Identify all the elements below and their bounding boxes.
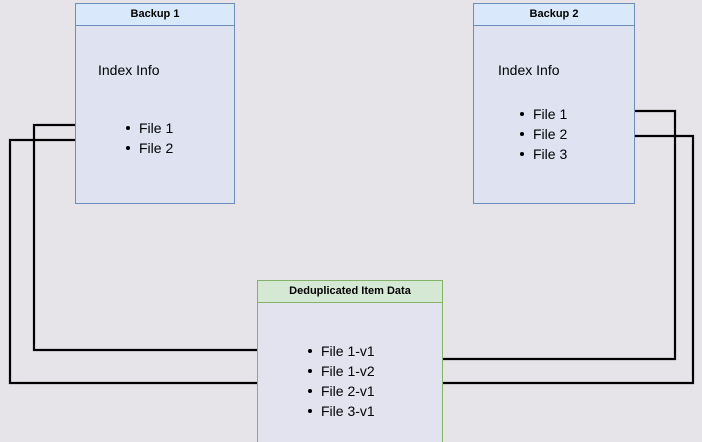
backup-1-box[interactable]: Backup 1 Index Info File 1 File 2: [75, 3, 235, 204]
list-item: File 3: [518, 144, 567, 164]
backup-1-body: Index Info File 1 File 2: [76, 26, 234, 203]
list-item: File 2: [518, 124, 567, 144]
deduplicated-item-data-box[interactable]: Deduplicated Item Data File 1-v1 File 1-…: [257, 280, 443, 442]
backup-2-box[interactable]: Backup 2 Index Info File 1 File 2 File 3: [473, 3, 635, 204]
backup-1-title: Backup 1: [76, 4, 234, 26]
backup-2-body: Index Info File 1 File 2 File 3: [474, 26, 634, 203]
list-item: File 3-v1: [306, 401, 375, 421]
list-item: File 1-v2: [306, 361, 375, 381]
list-item: File 2: [124, 138, 173, 158]
backup-2-title: Backup 2: [474, 4, 634, 26]
deduplicated-item-data-title: Deduplicated Item Data: [258, 281, 442, 303]
dedup-file-list: File 1-v1 File 1-v2 File 2-v1 File 3-v1: [306, 341, 375, 421]
backup-2-subtitle: Index Info: [498, 62, 560, 78]
backup-1-subtitle: Index Info: [98, 62, 160, 78]
backup-1-file-list: File 1 File 2: [124, 118, 173, 158]
backup-2-file-list: File 1 File 2 File 3: [518, 104, 567, 164]
list-item: File 1: [518, 104, 567, 124]
list-item: File 2-v1: [306, 381, 375, 401]
deduplicated-item-data-body: File 1-v1 File 1-v2 File 2-v1 File 3-v1: [258, 303, 442, 442]
list-item: File 1: [124, 118, 173, 138]
list-item: File 1-v1: [306, 341, 375, 361]
